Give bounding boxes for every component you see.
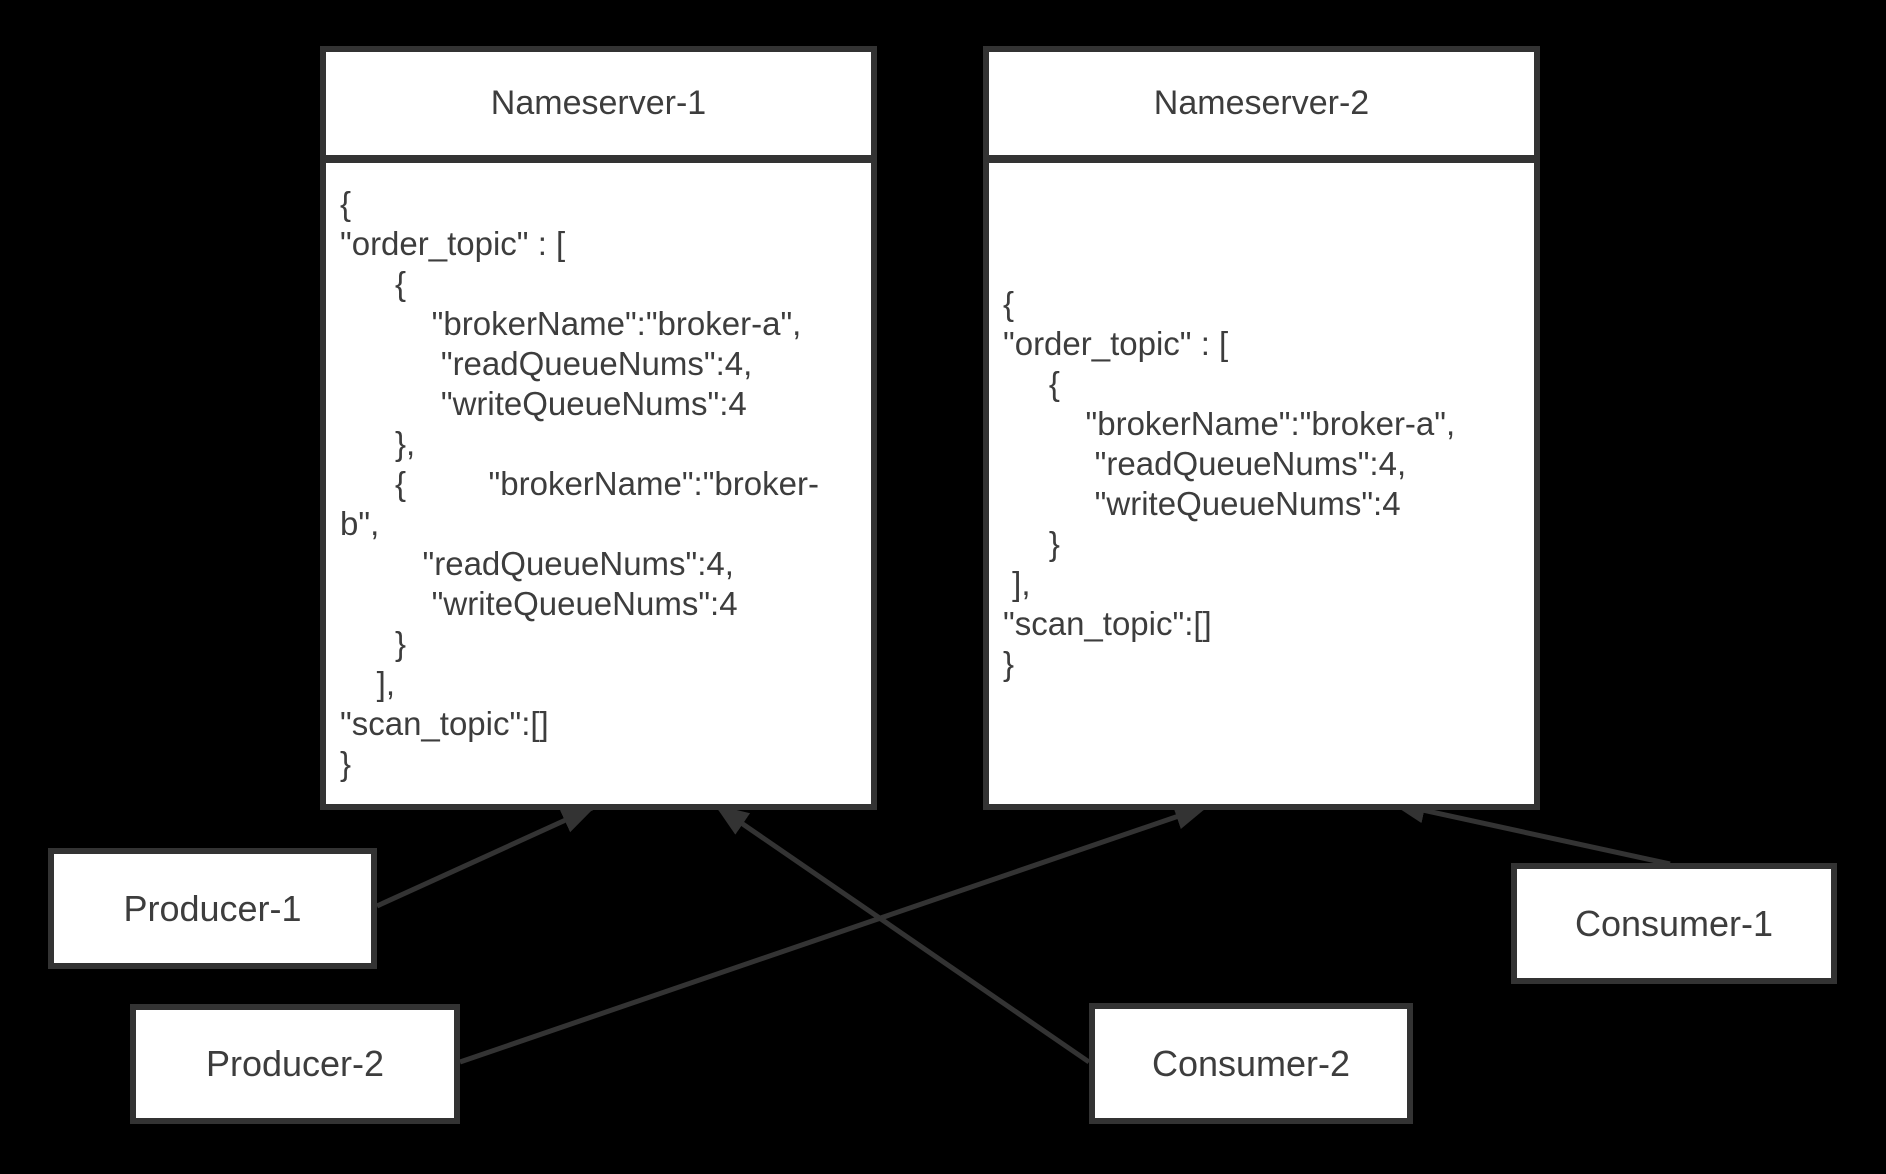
arrow-consumer2-to-nameserver1 [714, 804, 1091, 1065]
producer-2-node: Producer-2 [130, 1004, 460, 1124]
nameserver-2-node: Nameserver-2 { "order_topic" : [ { "brok… [983, 46, 1540, 810]
consumer-1-node: Consumer-1 [1511, 863, 1837, 984]
nameserver-2-title: Nameserver-2 [989, 52, 1534, 163]
nameserver-2-registry-json: { "order_topic" : [ { "brokerName":"brok… [1003, 284, 1456, 682]
nameserver-1-title: Nameserver-1 [326, 52, 871, 163]
nameserver-1-node: Nameserver-1 { "order_topic" : [ { "brok… [320, 46, 877, 810]
arrow-producer2-to-nameserver2 [459, 804, 1209, 1065]
nameserver-2-body: { "order_topic" : [ { "brokerName":"brok… [989, 163, 1534, 804]
arrow-producer1-to-nameserver1 [375, 805, 596, 909]
nameserver-1-registry-json: { "order_topic" : [ { "brokerName":"brok… [340, 184, 819, 782]
consumer-2-node: Consumer-2 [1089, 1003, 1413, 1124]
arrow-consumer1-to-nameserver2 [1391, 797, 1671, 867]
producer-1-node: Producer-1 [48, 848, 377, 969]
nameserver-1-body: { "order_topic" : [ { "brokerName":"brok… [326, 163, 871, 804]
